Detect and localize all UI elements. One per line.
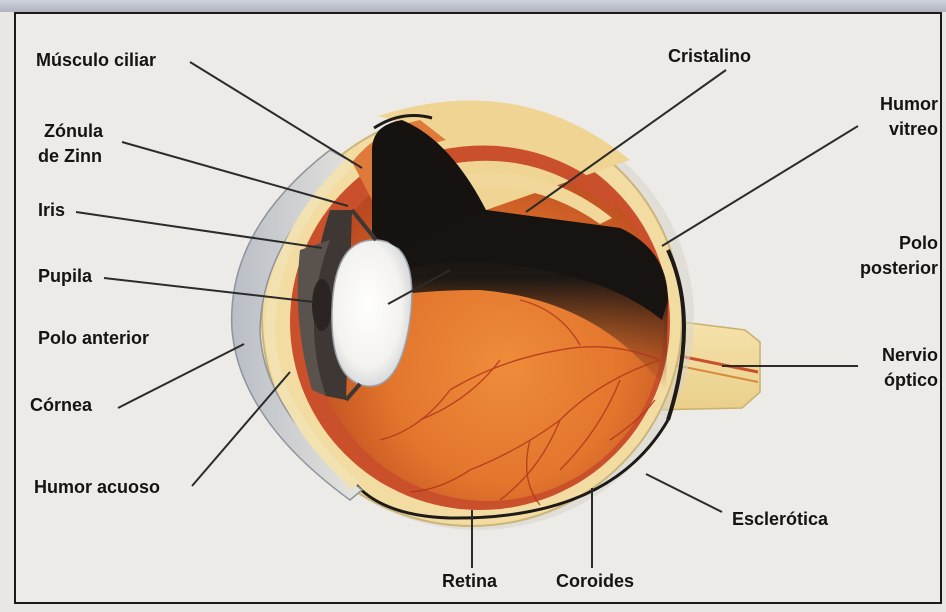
leader-esclerotica: [646, 474, 722, 512]
leader-musculo-ciliar: [190, 62, 362, 168]
leader-humor-vitreo: [662, 126, 858, 246]
label-iris: Iris: [38, 199, 65, 221]
label-retina: Retina: [442, 570, 497, 592]
label-polo-posterior-line2: posterior: [818, 257, 938, 279]
leader-cornea: [118, 344, 244, 408]
label-polo-posterior-line1: Polo: [818, 232, 938, 254]
label-coroides: Coroides: [556, 570, 634, 592]
label-humor-vitreo-line1: Humor: [838, 93, 938, 115]
label-zonula-line2: de Zinn: [38, 145, 102, 167]
label-humor-vitreo-line2: vitreo: [838, 118, 938, 140]
label-esclerotica: Esclerótica: [732, 508, 828, 530]
label-nervio-optico-line2: óptico: [818, 369, 938, 391]
label-humor-acuoso: Humor acuoso: [34, 476, 160, 498]
label-pupila: Pupila: [38, 265, 92, 287]
label-nervio-optico-line1: Nervio: [818, 344, 938, 366]
label-polo-anterior: Polo anterior: [38, 327, 149, 349]
label-zonula-line1: Zónula: [44, 120, 103, 142]
label-cristalino: Cristalino: [668, 45, 751, 67]
label-cornea: Córnea: [30, 394, 92, 416]
label-musculo-ciliar: Músculo ciliar: [36, 49, 156, 71]
